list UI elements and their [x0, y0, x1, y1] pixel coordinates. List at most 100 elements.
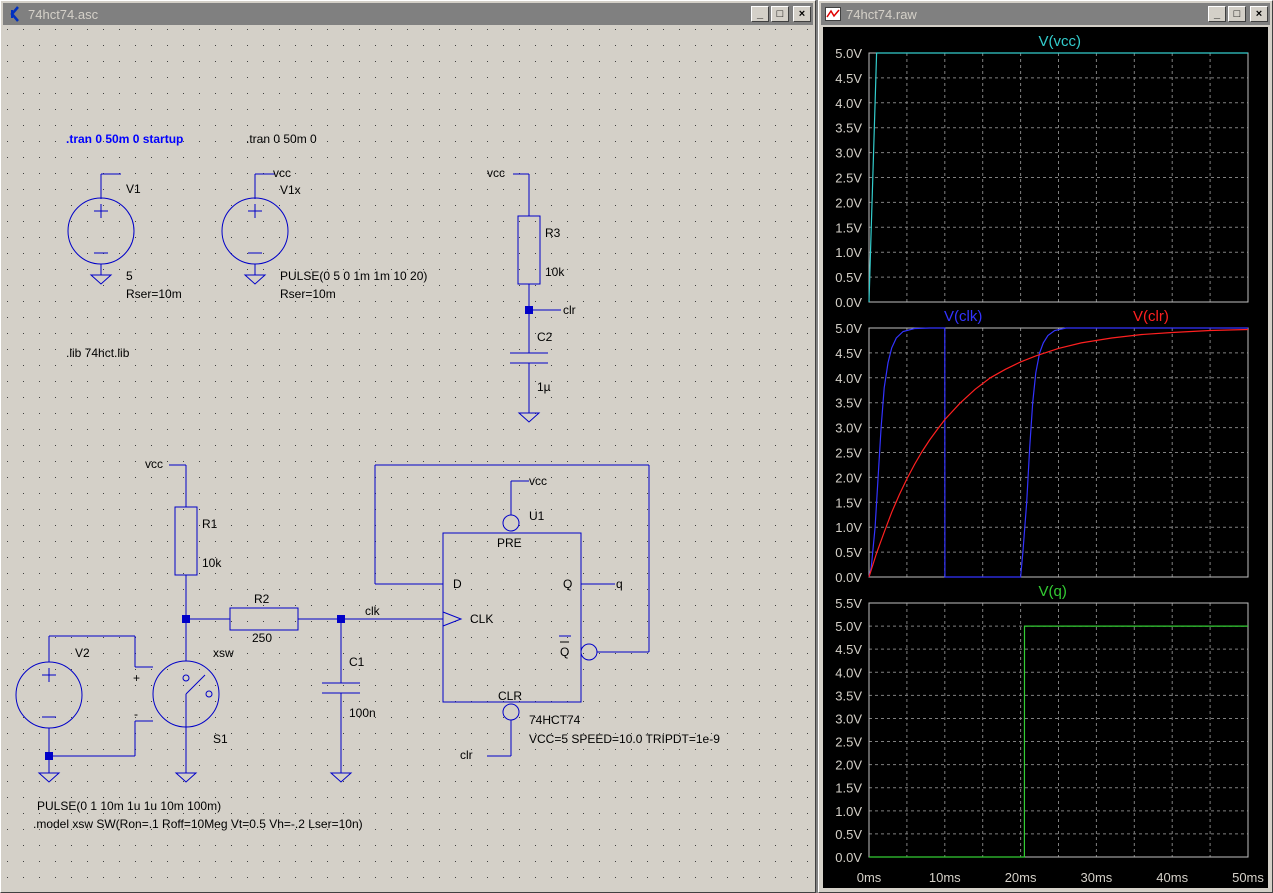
- x-tick-label: 0ms: [857, 870, 882, 885]
- directive-tran[interactable]: .tran 0 50m 0: [246, 132, 317, 146]
- schematic-maximize-button[interactable]: □: [771, 6, 789, 22]
- r1-net-label[interactable]: vcc: [145, 457, 163, 471]
- trace-v-clr[interactable]: [868, 328, 1249, 578]
- plot-pane-frame[interactable]: [868, 327, 1249, 578]
- c1-name[interactable]: C1: [349, 655, 365, 669]
- waveform-titlebar[interactable]: 74hct74.raw _ □ ×: [821, 3, 1270, 25]
- y-tick-label: 2.0V: [835, 470, 862, 485]
- model-directive[interactable]: .model xsw SW(Ron=.1 Roff=10Meg Vt=0.5 V…: [33, 817, 363, 831]
- waveform-maximize-button[interactable]: □: [1228, 6, 1246, 22]
- r3-name[interactable]: R3: [545, 226, 561, 240]
- u1-pin-qbar: Q: [560, 645, 569, 659]
- r3-value[interactable]: 10k: [545, 265, 565, 279]
- u1-pin-d: D: [453, 577, 462, 591]
- y-tick-label: 0.5V: [835, 270, 862, 285]
- waveform-close-button[interactable]: ×: [1250, 6, 1268, 22]
- r3-net-label[interactable]: vcc: [487, 166, 505, 180]
- junction-v2: [45, 752, 53, 760]
- trace-label-v-q[interactable]: V(q): [1039, 583, 1067, 600]
- switch-plus-sign: +: [133, 671, 140, 685]
- v1x-name[interactable]: V1x: [280, 183, 301, 197]
- switch-minus-sign: -: [134, 707, 138, 721]
- trace-v-vcc[interactable]: [868, 52, 1248, 303]
- y-tick-label: 2.5V: [835, 446, 862, 461]
- schematic-window-title: 74hct74.asc: [28, 6, 99, 22]
- u1-name[interactable]: U1: [529, 509, 545, 523]
- v1-value[interactable]: 5: [126, 269, 133, 283]
- y-tick-label: 1.0V: [835, 245, 862, 260]
- v1-name[interactable]: V1: [126, 182, 141, 196]
- waveform-minimize-button[interactable]: _: [1208, 6, 1226, 22]
- c2-value[interactable]: 1µ: [537, 380, 551, 394]
- y-tick-label: 3.0V: [835, 421, 862, 436]
- y-tick-label: 2.0V: [835, 195, 862, 210]
- schematic-titlebar[interactable]: 74hct74.asc _ □ ×: [3, 3, 813, 25]
- v1-rser[interactable]: Rser=10m: [126, 287, 182, 301]
- schematic-minimize-button[interactable]: _: [751, 6, 769, 22]
- trace-label-v-clk[interactable]: V(clk): [944, 308, 982, 325]
- v1x-net-label[interactable]: vcc: [273, 166, 291, 180]
- u1-part-name[interactable]: 74HCT74: [529, 713, 581, 727]
- y-tick-label: 0.0V: [835, 295, 862, 310]
- y-tick-label: 1.0V: [835, 804, 862, 819]
- y-tick-label: 0.0V: [835, 570, 862, 585]
- y-tick-label: 3.5V: [835, 396, 862, 411]
- u1-vcc-net-label[interactable]: vcc: [529, 474, 547, 488]
- y-tick-label: 4.5V: [835, 71, 862, 86]
- y-tick-label: 2.5V: [835, 171, 862, 186]
- plot-pane-frame[interactable]: [868, 602, 1249, 858]
- waveform-window-title: 74hct74.raw: [846, 6, 917, 22]
- s1-name[interactable]: S1: [213, 732, 228, 746]
- y-tick-label: 5.0V: [835, 321, 862, 336]
- y-tick-label: 0.0V: [835, 850, 862, 865]
- trace-v-q[interactable]: [869, 625, 1248, 858]
- trace-label-v-vcc[interactable]: V(vcc): [1039, 33, 1082, 50]
- schematic-window[interactable]: 74hct74.asc _ □ ×: [0, 0, 816, 893]
- clk-net-label[interactable]: clk: [365, 604, 381, 618]
- u1-clr-net-label[interactable]: clr: [460, 748, 473, 762]
- junction-sw: [182, 615, 190, 623]
- sw-model-name[interactable]: xsw: [213, 646, 234, 660]
- v2-value[interactable]: PULSE(0 1 10m 1u 1u 10m 100m): [37, 799, 221, 813]
- c2-name[interactable]: C2: [537, 330, 553, 344]
- c1-value[interactable]: 100n: [349, 706, 376, 720]
- trace-v-clk[interactable]: [868, 327, 1248, 578]
- v1x-rser[interactable]: Rser=10m: [280, 287, 336, 301]
- y-tick-label: 3.5V: [835, 121, 862, 136]
- directive-tran-startup[interactable]: .tran 0 50m 0 startup: [66, 132, 183, 146]
- r2-name[interactable]: R2: [254, 592, 270, 606]
- schematic-app-icon[interactable]: [6, 5, 24, 23]
- y-tick-label: 2.0V: [835, 758, 862, 773]
- schematic-close-button[interactable]: ×: [793, 6, 811, 22]
- waveform-app-icon[interactable]: [824, 5, 842, 23]
- q-net-label[interactable]: q: [616, 577, 623, 591]
- schematic-canvas[interactable]: .tran 0 50m 0 startup .tran 0 50m 0 .lib…: [5, 27, 811, 888]
- y-tick-label: 3.0V: [835, 711, 862, 726]
- y-tick-label: 2.5V: [835, 735, 862, 750]
- u1-params[interactable]: VCC=5 SPEED=10.0 TRIPDT=1e-9: [529, 732, 720, 746]
- directive-lib[interactable]: .lib 74hct.lib: [66, 346, 130, 360]
- junction-clk: [337, 615, 345, 623]
- clr-net-label[interactable]: clr: [563, 303, 576, 317]
- v1x-value[interactable]: PULSE(0 5 0 1m 1m 10 20): [280, 269, 427, 283]
- x-tick-label: 20ms: [1005, 870, 1037, 885]
- y-tick-label: 5.0V: [835, 619, 862, 634]
- y-tick-label: 4.0V: [835, 96, 862, 111]
- y-tick-label: 1.0V: [835, 520, 862, 535]
- y-tick-label: 5.5V: [835, 596, 862, 611]
- y-tick-label: 4.5V: [835, 346, 862, 361]
- x-tick-label: 30ms: [1081, 870, 1113, 885]
- y-tick-label: 3.5V: [835, 688, 862, 703]
- u1-pin-q: Q: [563, 577, 572, 591]
- r1-value[interactable]: 10k: [202, 556, 222, 570]
- x-tick-label: 50ms: [1232, 870, 1264, 885]
- u1-pin-clr: CLR: [498, 689, 522, 703]
- x-tick-label: 10ms: [929, 870, 961, 885]
- r1-name[interactable]: R1: [202, 517, 218, 531]
- junction-clr: [525, 306, 533, 314]
- r2-value[interactable]: 250: [252, 631, 272, 645]
- v2-name[interactable]: V2: [75, 646, 90, 660]
- trace-label-v-clr[interactable]: V(clr): [1133, 308, 1169, 325]
